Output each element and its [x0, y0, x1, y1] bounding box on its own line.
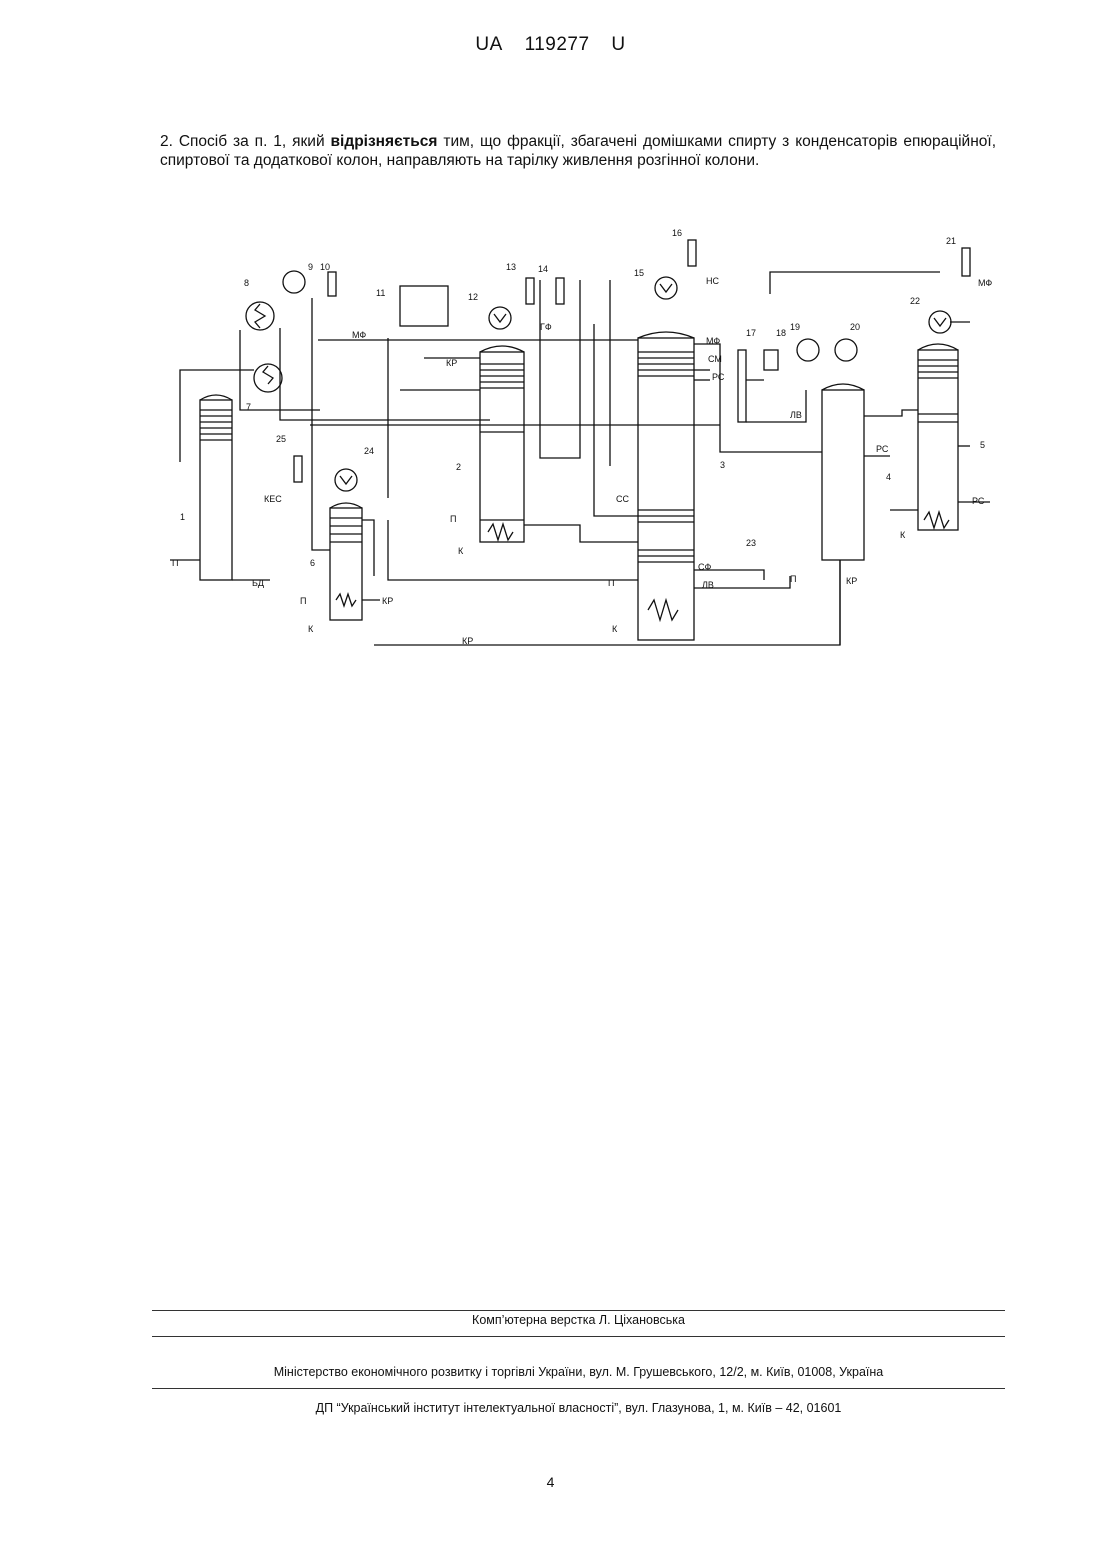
label-gf: ГФ — [540, 322, 552, 332]
label-7: 7 — [246, 402, 251, 412]
label-lv-3: ЛВ — [702, 580, 714, 590]
label-p-1: П — [172, 558, 178, 568]
label-24: 24 — [364, 446, 374, 456]
label-ns: НС — [706, 276, 719, 286]
label-mf-1: МФ — [352, 330, 366, 340]
label-14: 14 — [538, 264, 548, 274]
label-mf-5: МФ — [978, 278, 992, 288]
label-4: 4 — [886, 472, 891, 482]
label-p-6: П — [300, 596, 306, 606]
label-rs-5: РС — [972, 496, 985, 506]
claim-paragraph: 2. Спосіб за п. 1, який відрізняється ти… — [160, 132, 996, 170]
label-kr-4: КР — [846, 576, 857, 586]
label-17: 17 — [746, 328, 756, 338]
label-5: 5 — [980, 440, 985, 450]
label-11: 11 — [376, 288, 385, 298]
process-diagram: 1 2 3 4 5 6 7 8 9 10 11 12 13 14 15 16 1… — [160, 220, 1020, 660]
claim-text-start: 2. Спосіб за п. 1, який — [160, 133, 331, 150]
label-p-2: П — [450, 514, 456, 524]
exchanger-8 — [246, 302, 274, 330]
label-rs-3: РС — [712, 372, 725, 382]
condenser-24 — [335, 469, 357, 491]
label-12: 12 — [468, 292, 478, 302]
document-header: UA 119277 U — [0, 34, 1101, 56]
condenser-22 — [929, 311, 951, 333]
label-bd: БД — [252, 578, 264, 588]
label-21: 21 — [946, 236, 956, 246]
column-4 — [822, 390, 864, 560]
label-20: 20 — [850, 322, 860, 332]
condenser-19 — [797, 339, 819, 361]
label-16: 16 — [672, 228, 682, 238]
column-1 — [200, 400, 232, 580]
footer-rule-1 — [152, 1310, 1005, 1311]
condenser-9 — [283, 271, 305, 293]
footer-rule-2 — [152, 1336, 1005, 1337]
footer-ministry: Міністерство економічного розвитку і тор… — [152, 1365, 1005, 1379]
label-1: 1 — [180, 512, 185, 522]
label-23: 23 — [746, 538, 756, 548]
label-18: 18 — [776, 328, 786, 338]
column-3 — [638, 338, 694, 640]
condenser-15 — [655, 277, 677, 299]
label-k-3: К — [612, 624, 618, 634]
label-p-3: П — [608, 578, 614, 588]
header-country: UA — [475, 34, 502, 55]
label-rs-4: РС — [876, 444, 889, 454]
claim-bold-word: відрізняється — [331, 133, 438, 150]
label-k-5: К — [900, 530, 906, 540]
label-25: 25 — [276, 434, 286, 444]
label-10: 10 — [320, 262, 330, 272]
label-mf-3: МФ — [706, 336, 720, 346]
label-8: 8 — [244, 278, 249, 288]
exchanger-7 — [254, 364, 282, 392]
box-11 — [400, 286, 448, 326]
label-9: 9 — [308, 262, 313, 272]
process-diagram-svg: 1 2 3 4 5 6 7 8 9 10 11 12 13 14 15 16 1… — [160, 220, 1020, 660]
label-3: 3 — [720, 460, 725, 470]
label-2: 2 — [456, 462, 461, 472]
label-sf: СФ — [698, 562, 711, 572]
condenser-20 — [835, 339, 857, 361]
footer-layout: Комп’ютерна верстка Л. Ціхановська — [152, 1313, 1005, 1327]
label-kes: КЕС — [264, 494, 282, 504]
label-p-4: П — [790, 574, 796, 584]
label-kr-2: КР — [446, 358, 457, 368]
label-19: 19 — [790, 322, 800, 332]
footer-rule-3 — [152, 1388, 1005, 1389]
condenser-12 — [489, 307, 511, 329]
label-lv-4: ЛВ — [790, 410, 802, 420]
column-2 — [480, 352, 524, 542]
label-kr-bottom: КР — [462, 636, 473, 646]
label-ss: СС — [616, 494, 629, 504]
label-15: 15 — [634, 268, 644, 278]
header-kind: U — [611, 34, 625, 55]
page-number: 4 — [0, 1474, 1101, 1490]
label-k-6: К — [308, 624, 314, 634]
header-number: 119277 — [525, 34, 590, 55]
footer-institute: ДП “Український інститут інтелектуальної… — [152, 1401, 1005, 1415]
label-kr-6: КР — [382, 596, 393, 606]
label-k-2: К — [458, 546, 464, 556]
label-6: 6 — [310, 558, 315, 568]
label-22: 22 — [910, 296, 920, 306]
column-5 — [918, 350, 958, 530]
label-13: 13 — [506, 262, 516, 272]
column-6 — [330, 508, 362, 620]
label-sm: СМ — [708, 354, 722, 364]
